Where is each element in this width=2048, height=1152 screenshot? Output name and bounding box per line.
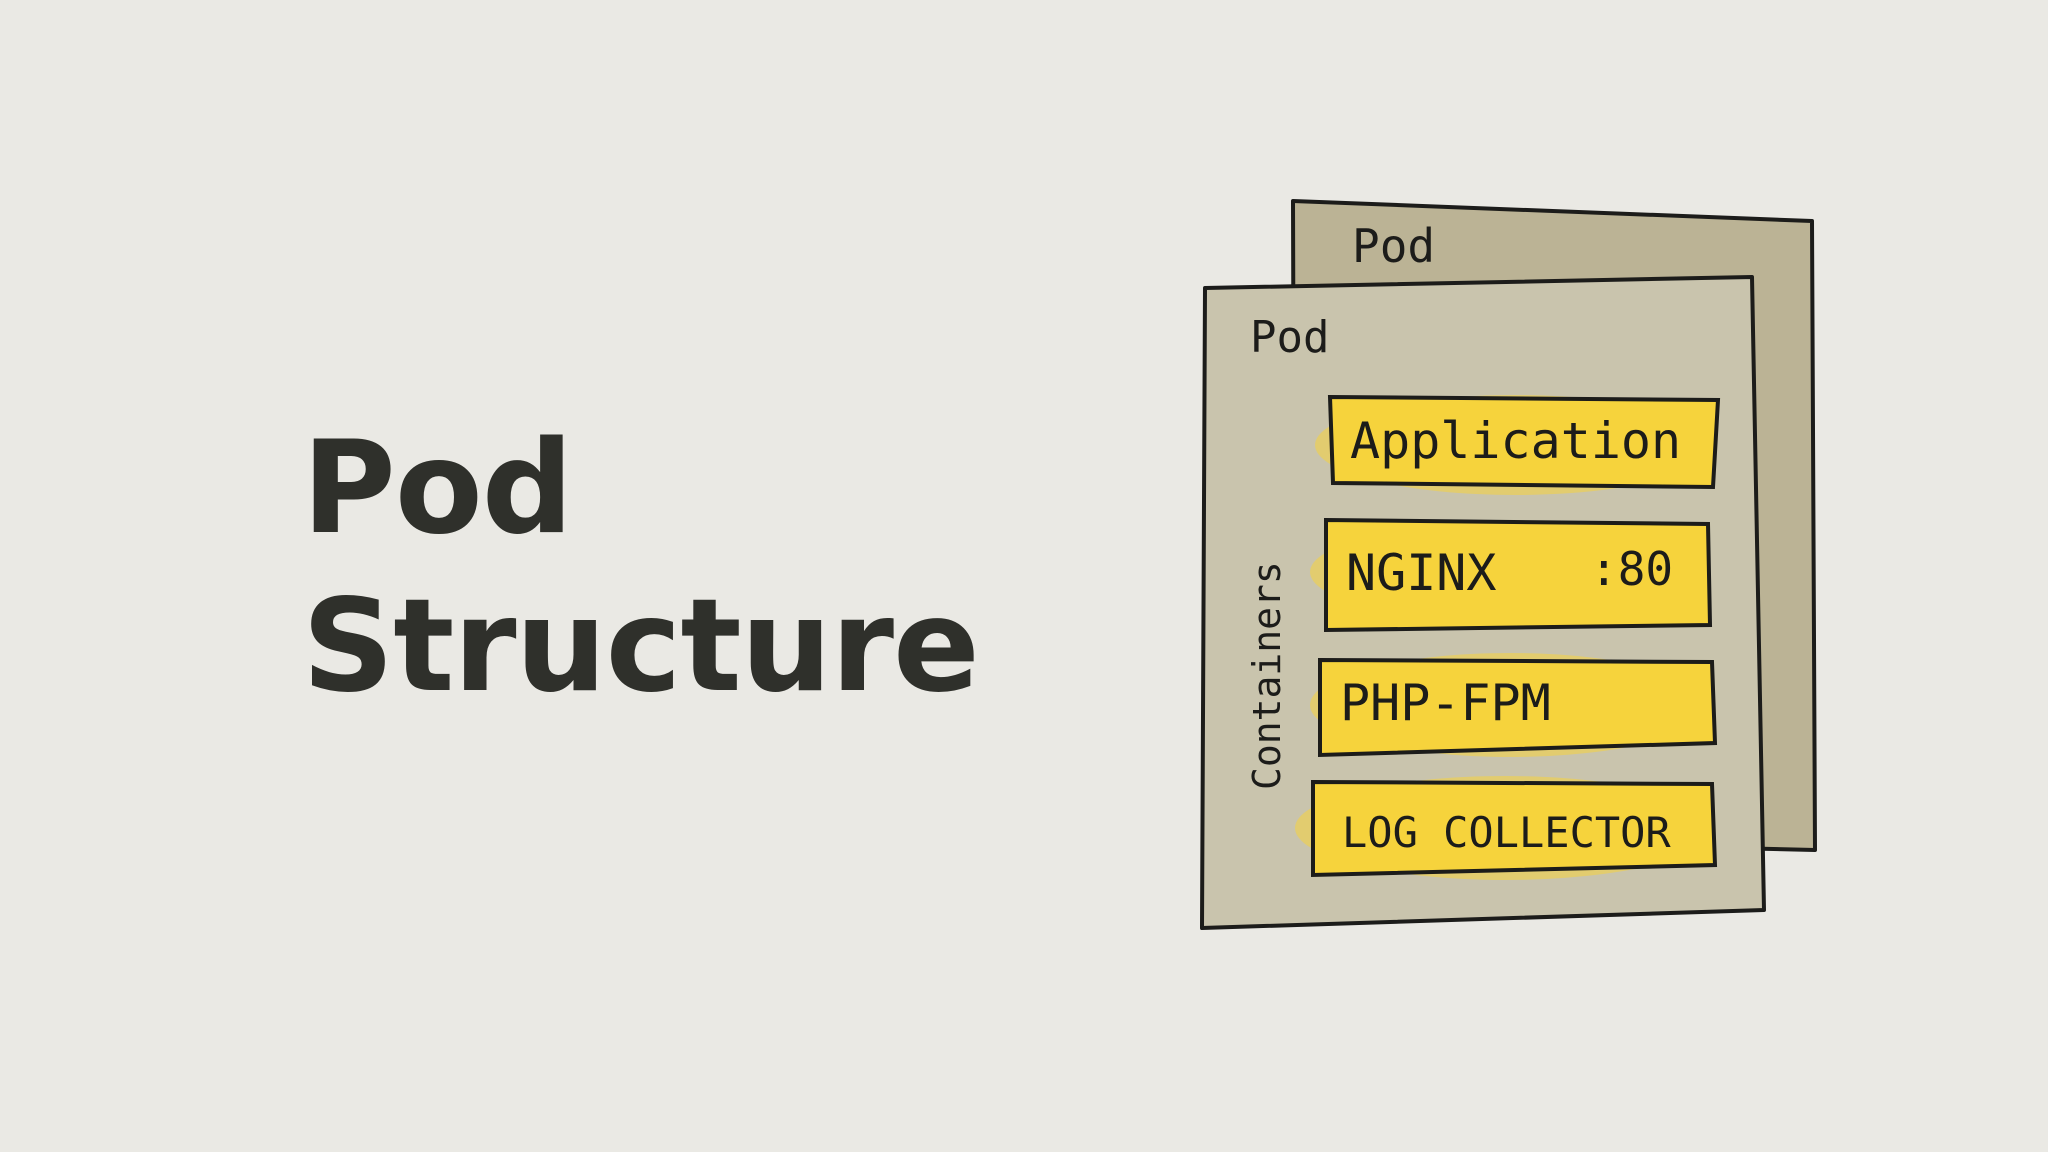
container-log-collector: LOG COLLECTOR bbox=[1295, 776, 1718, 880]
containers-label: Containers bbox=[1245, 561, 1289, 790]
container-php-fpm: PHP-FPM bbox=[1310, 653, 1718, 758]
container-label: LOG COLLECTOR bbox=[1342, 808, 1671, 857]
container-nginx: NGINX :80 bbox=[1310, 517, 1713, 633]
container-application: Application bbox=[1315, 394, 1721, 495]
container-label: PHP-FPM bbox=[1340, 674, 1551, 732]
title-line-1: Pod bbox=[302, 414, 573, 563]
title-line-2: Structure bbox=[302, 572, 980, 721]
container-box bbox=[1324, 517, 1713, 633]
back-pod-label: Pod bbox=[1352, 219, 1435, 273]
container-box bbox=[1327, 394, 1721, 490]
front-pod-label: Pod bbox=[1250, 312, 1329, 363]
container-label: Application bbox=[1350, 412, 1681, 470]
container-label: NGINX bbox=[1346, 544, 1497, 602]
slide-title: Pod Structure bbox=[302, 410, 980, 726]
container-port: :80 bbox=[1590, 542, 1673, 596]
container-box bbox=[1311, 779, 1718, 878]
container-box bbox=[1318, 657, 1718, 758]
